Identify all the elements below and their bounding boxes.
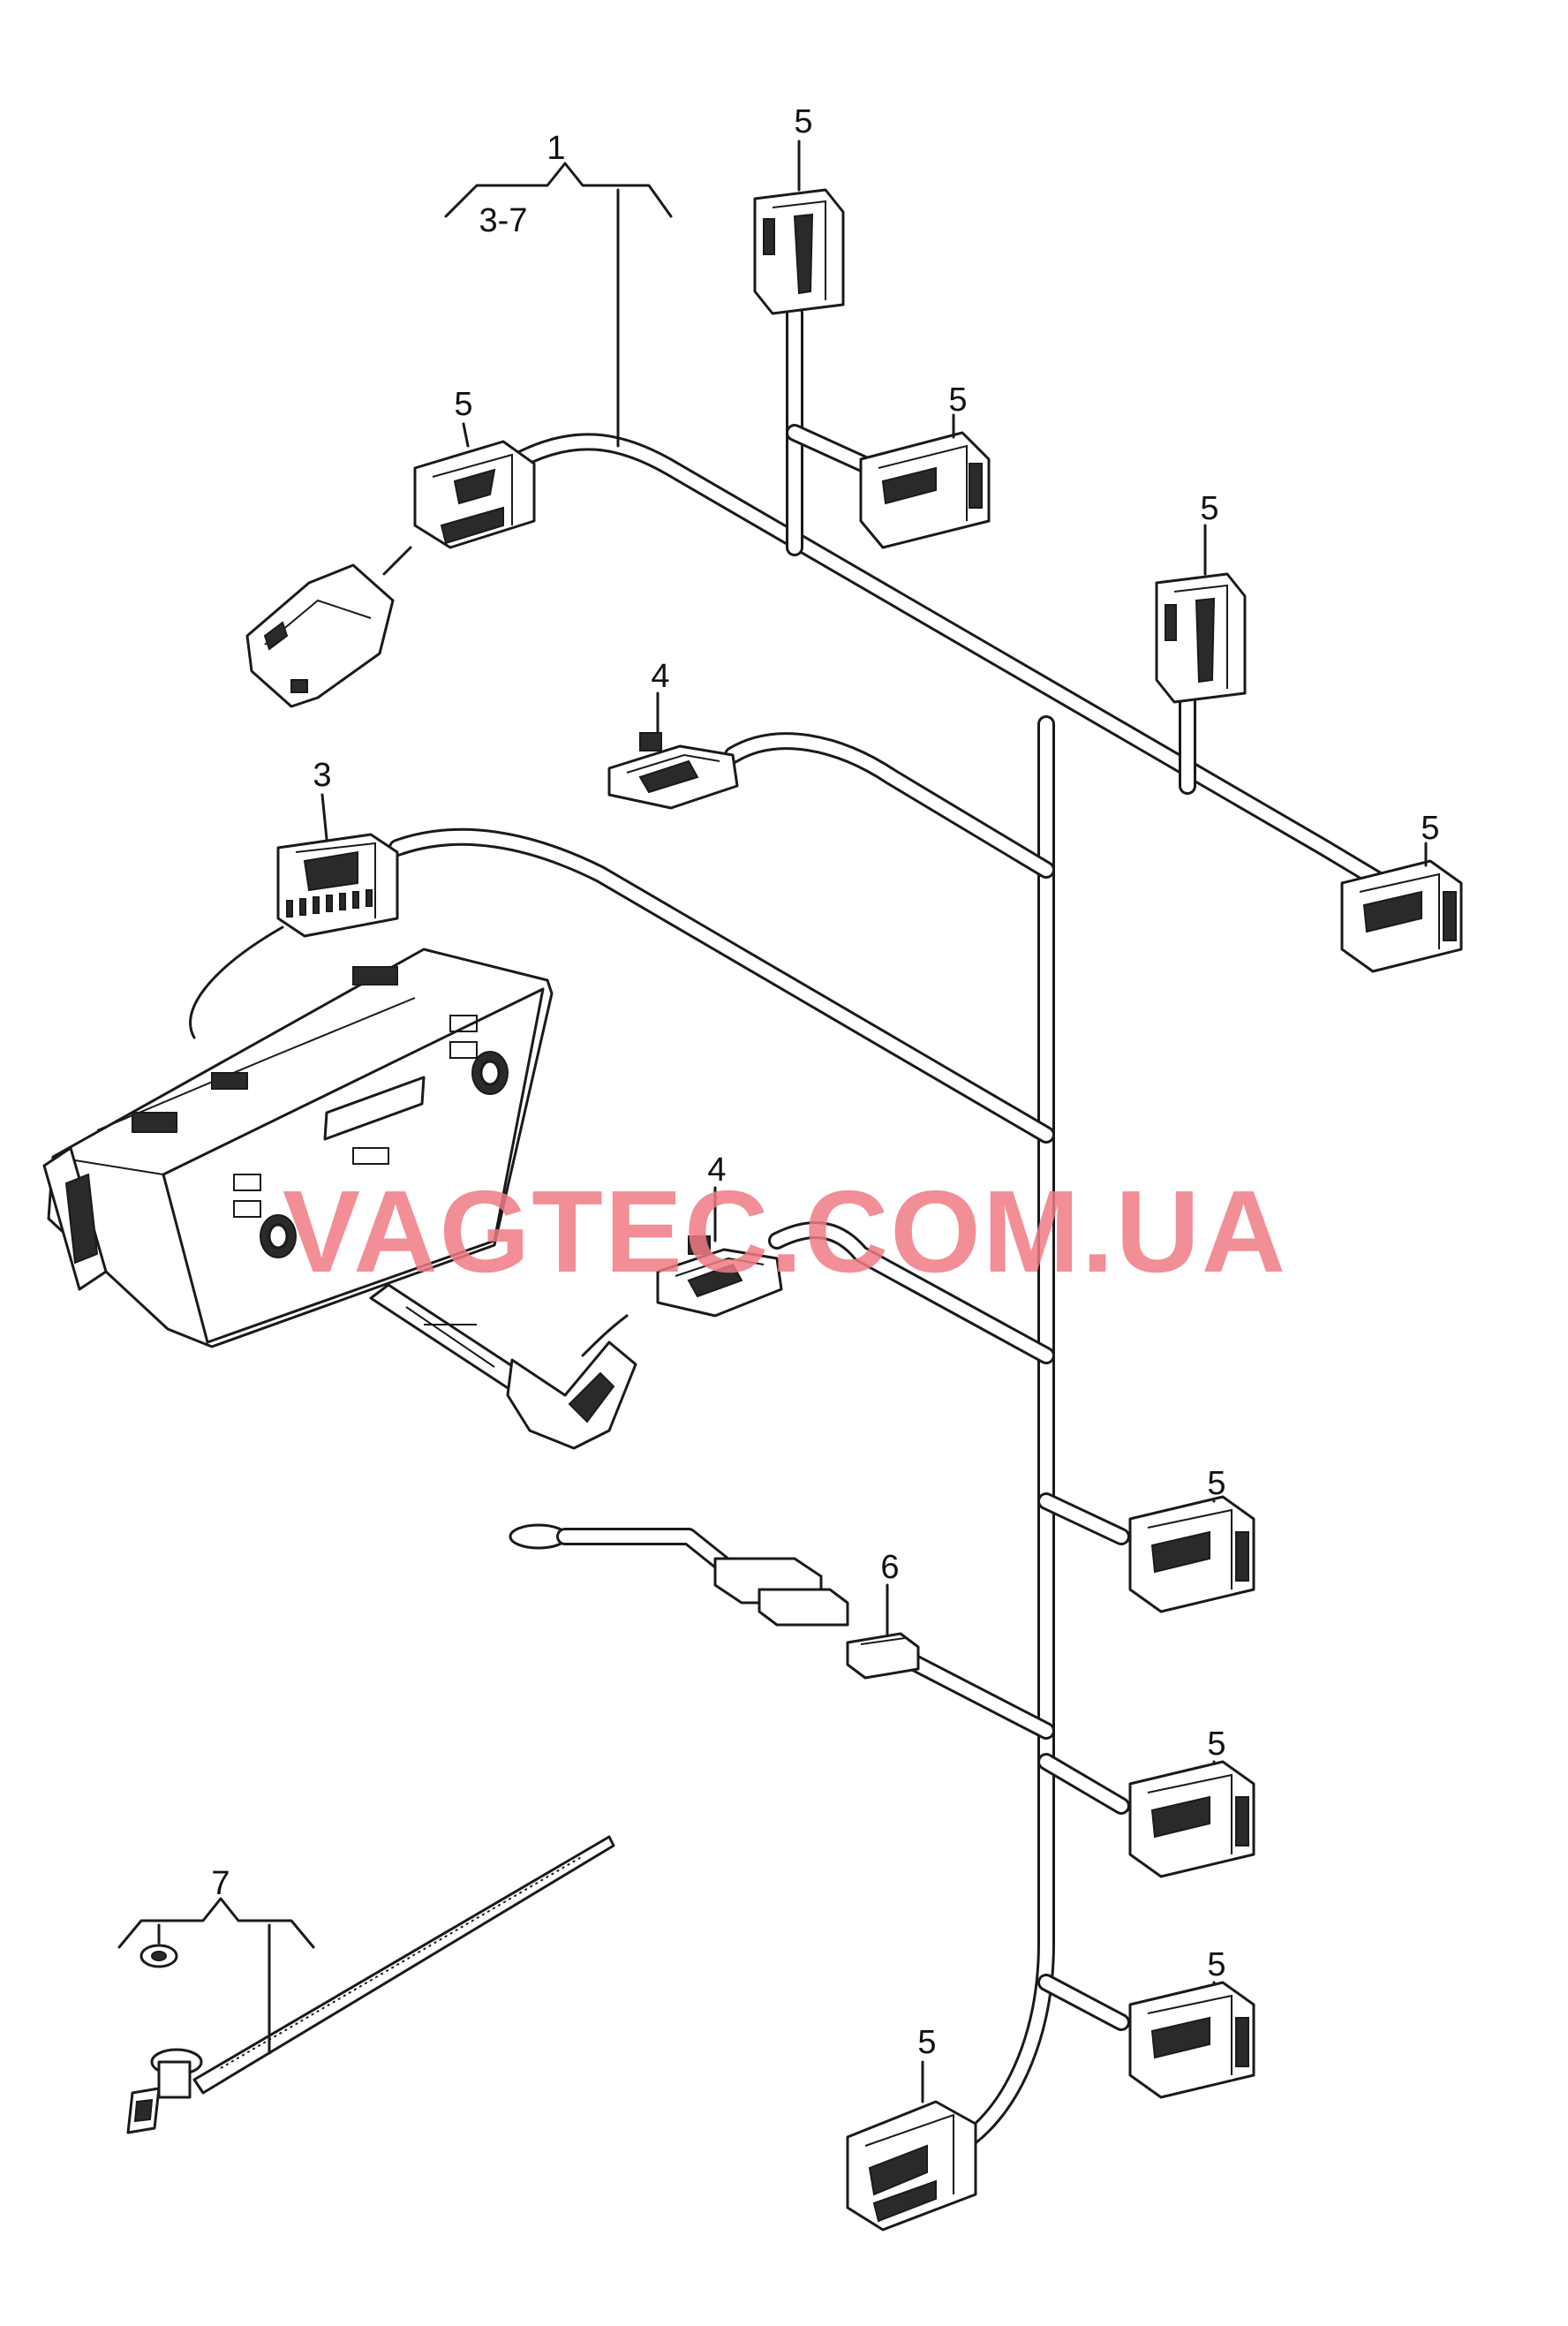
- callout-5-right: 5: [1421, 810, 1439, 847]
- temperature-sensor: [369, 1283, 637, 1450]
- callout-4-lower: 4: [707, 1152, 726, 1189]
- lead-wires: [189, 546, 629, 1357]
- connector-5-lower-right-2[interactable]: [1128, 1760, 1255, 1878]
- watermark: VAGTEC.COM.UA: [283, 1167, 1287, 1296]
- connector-3[interactable]: [276, 833, 399, 938]
- callout-5-lower-right-1: 5: [1207, 1465, 1225, 1502]
- callout-leaders: [117, 140, 1428, 2103]
- callout-3: 3: [313, 757, 331, 794]
- connector-5-lower-right-1[interactable]: [1128, 1495, 1255, 1613]
- callout-1: 1: [547, 130, 565, 167]
- connector-5-lower-right-3[interactable]: [1128, 1981, 1255, 2099]
- connector-5-mid-top[interactable]: [859, 431, 991, 549]
- sensor-module: [245, 563, 395, 708]
- callout-5-upper-left: 5: [454, 386, 472, 423]
- connector-5-right-upper[interactable]: [1155, 572, 1247, 704]
- callout-1-range: 3-7: [479, 202, 528, 239]
- mounting-clip: [126, 2048, 203, 2134]
- callout-7: 7: [211, 1865, 230, 1902]
- connector-4-upper[interactable]: [607, 732, 739, 810]
- connector-4-lower[interactable]: [656, 1235, 783, 1318]
- connector-5-bottom[interactable]: [846, 2100, 977, 2232]
- callout-5-mid-top: 5: [948, 381, 967, 419]
- callout-5-bottom: 5: [917, 2024, 936, 2061]
- connector-5-upper-left[interactable]: [413, 440, 536, 549]
- connector-5-top[interactable]: [753, 188, 845, 315]
- connector-5-right[interactable]: [1340, 859, 1463, 973]
- callout-5-right-upper: 5: [1200, 490, 1218, 527]
- washer: [139, 1944, 178, 1968]
- climate-control-panel: [42, 948, 554, 1348]
- callout-5-top: 5: [794, 103, 812, 140]
- callout-5-lower-right-2: 5: [1207, 1726, 1225, 1763]
- connector-3-pins: [286, 889, 373, 918]
- harness-trunks: [388, 305, 1421, 2146]
- cable-tie: [192, 1835, 615, 2095]
- callout-labels: 1 3-7 5 5 5 5 5 5 5 5 5 3 4 4 6 7: [211, 103, 1439, 2061]
- callout-6: 6: [880, 1549, 899, 1586]
- ring-terminal-lead: [509, 1523, 849, 1627]
- callout-5-lower-right-3: 5: [1207, 1946, 1225, 1983]
- callout-4-upper: 4: [651, 658, 669, 695]
- connector-6[interactable]: [846, 1632, 920, 1680]
